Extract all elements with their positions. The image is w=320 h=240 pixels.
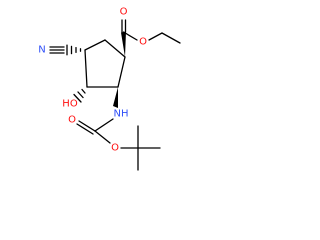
carbamate-ether-oxygen-label: O: [111, 143, 119, 154]
ring-bond-c1-c2: [84, 39, 106, 51]
chemical-structure: N HO O O NH O O: [38, 7, 181, 171]
ester-carbonyl-oxygen-label: O: [120, 7, 128, 18]
carbamate-carbonyl-oxygen-label: O: [68, 115, 76, 126]
triple-bond-nitrile: [49, 46, 65, 54]
ethyl-bond-ch2-ch3: [161, 32, 181, 44]
wedge-bond-c4-nh: [113, 87, 118, 108]
carbamate-bond-n-c: [94, 118, 114, 132]
carbamate-bond-c-ether-o: [94, 130, 111, 144]
hydroxyl-label: HO: [62, 99, 78, 110]
ethyl-bond-o-ch2: [148, 32, 163, 41]
ester-carbonyl-double-bond: [121, 19, 127, 33]
carbamate-carbonyl-double-bond: [76, 120, 96, 135]
amine-nh-label: NH: [114, 109, 129, 120]
ring-bond-c2-c3: [104, 39, 126, 58]
ester-bond-c-ether-o: [122, 31, 138, 41]
hashed-bond-c1-cn: [66, 44, 82, 56]
ring-bond-c5-c1: [84, 49, 88, 88]
wedge-bond-c3-ester: [121, 31, 126, 57]
ester-ether-oxygen-label: O: [139, 37, 147, 48]
nitrile-nitrogen-label: N: [38, 45, 45, 56]
hashed-bond-c5-oh: [73, 88, 86, 103]
ring-bond-c3-c4: [117, 56, 126, 88]
